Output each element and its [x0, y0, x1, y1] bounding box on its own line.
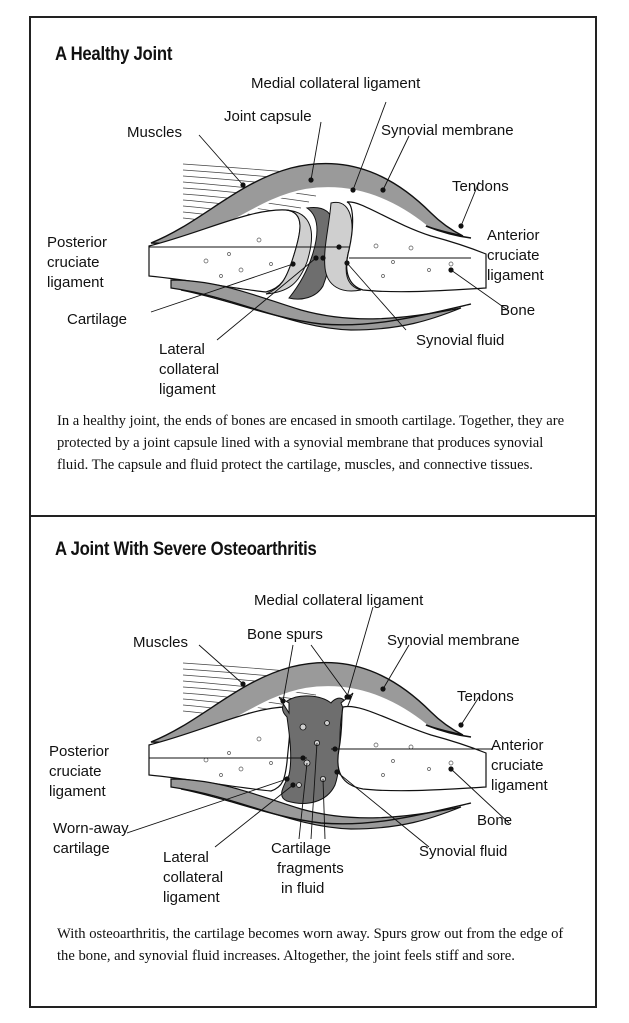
label-medial-collateral-ligament-oa: Medial collateral ligament: [254, 592, 424, 609]
label-synovial-membrane: Synovial membrane: [381, 122, 514, 139]
label-tendons: Tendons: [452, 178, 509, 195]
label-worn-away-cartilage-1: Worn-away: [53, 820, 129, 837]
label-tendons-oa: Tendons: [457, 688, 514, 705]
healthy-joint-diagram: Medial collateral ligament Joint capsule…: [31, 18, 595, 398]
label-synovial-fluid: Synovial fluid: [416, 332, 504, 349]
label-bone-spurs: Bone spurs: [247, 626, 323, 643]
label-posterior-cruciate-oa-1: Posterior: [49, 743, 109, 760]
label-muscles: Muscles: [127, 124, 182, 141]
label-anterior-cruciate-oa-2: cruciate: [491, 757, 544, 774]
label-posterior-cruciate-1: Posterior: [47, 234, 107, 251]
label-synovial-membrane-oa: Synovial membrane: [387, 632, 520, 649]
label-muscles-oa: Muscles: [133, 634, 188, 651]
label-lateral-collateral-3: ligament: [159, 381, 217, 398]
osteoarthritis-panel: A Joint With Severe Osteoarthritis: [31, 517, 595, 1006]
label-posterior-cruciate-oa-2: cruciate: [49, 763, 102, 780]
healthy-joint-panel: A Healthy Joint: [31, 18, 595, 515]
label-cartilage-fragments-3: in fluid: [281, 880, 324, 897]
label-bone: Bone: [500, 302, 535, 319]
label-joint-capsule: Joint capsule: [224, 108, 312, 125]
label-posterior-cruciate-oa-3: ligament: [49, 783, 107, 800]
label-medial-collateral-ligament: Medial collateral ligament: [251, 75, 421, 92]
label-posterior-cruciate-2: cruciate: [47, 254, 100, 271]
label-cartilage: Cartilage: [67, 311, 127, 328]
label-anterior-cruciate-1: Anterior: [487, 227, 540, 244]
label-anterior-cruciate-oa-1: Anterior: [491, 737, 544, 754]
osteoarthritis-caption: With osteoarthritis, the cartilage becom…: [57, 923, 575, 967]
osteoarthritis-diagram: Medial collateral ligament Bone spurs Mu…: [31, 517, 595, 917]
label-cartilage-fragments-2: fragments: [277, 860, 344, 877]
label-anterior-cruciate-3: ligament: [487, 267, 545, 284]
label-lateral-collateral-oa-2: collateral: [163, 869, 223, 886]
label-cartilage-fragments-1: Cartilage: [271, 840, 331, 857]
label-worn-away-cartilage-2: cartilage: [53, 840, 110, 857]
label-anterior-cruciate-oa-3: ligament: [491, 777, 549, 794]
label-posterior-cruciate-3: ligament: [47, 274, 105, 291]
label-lateral-collateral-1: Lateral: [159, 341, 205, 358]
label-lateral-collateral-oa-1: Lateral: [163, 849, 209, 866]
label-anterior-cruciate-2: cruciate: [487, 247, 540, 264]
label-lateral-collateral-oa-3: ligament: [163, 889, 221, 906]
label-synovial-fluid-oa: Synovial fluid: [419, 843, 507, 860]
label-lateral-collateral-2: collateral: [159, 361, 219, 378]
healthy-joint-caption: In a healthy joint, the ends of bones ar…: [57, 410, 575, 476]
label-bone-oa: Bone: [477, 812, 512, 829]
